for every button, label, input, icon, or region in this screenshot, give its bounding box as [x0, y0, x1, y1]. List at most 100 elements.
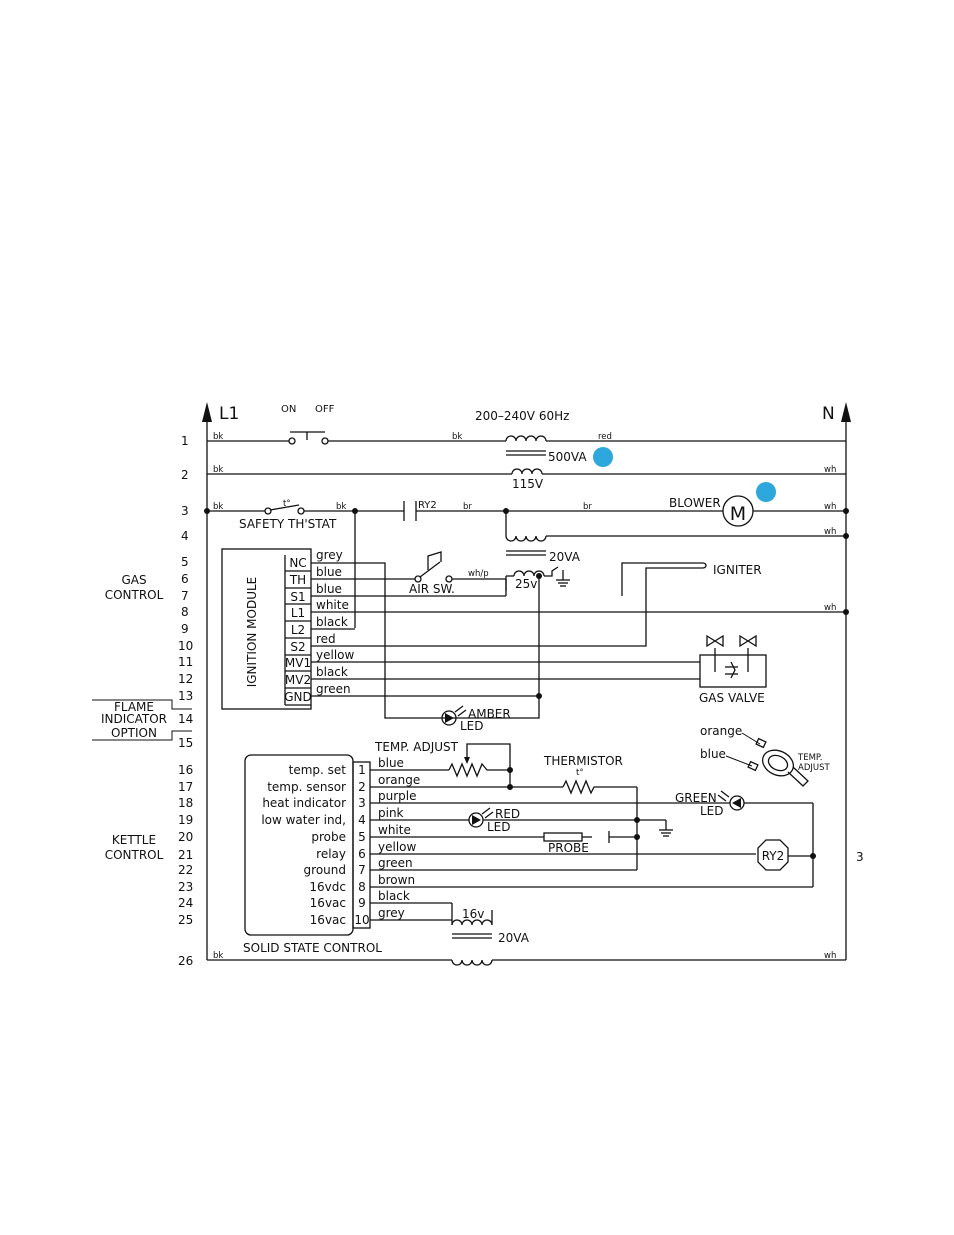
wire-label: black	[316, 665, 348, 679]
probe-label: PROBE	[548, 841, 589, 855]
blue-marker	[593, 447, 613, 467]
gas-valve	[699, 654, 767, 688]
wire-code-bk: bk	[213, 951, 223, 961]
supply-voltage-label: 200–240V 60Hz	[475, 409, 569, 423]
air-switch-flag	[427, 551, 442, 570]
wire-code-bk: bk	[213, 502, 223, 512]
kettle-control-label: KETTLE	[112, 833, 156, 847]
wire-label: blue	[316, 565, 342, 579]
row-number: 12	[178, 672, 193, 686]
wire-label: red	[316, 632, 336, 646]
row-number: 22	[178, 863, 193, 877]
wire-code-bk: bk	[336, 502, 346, 512]
ssc-function: temp. sensor	[267, 780, 346, 794]
motor-symbol: M	[730, 503, 746, 525]
junction	[204, 508, 210, 514]
transformer-500va-label: 500VA	[548, 450, 587, 464]
ignition-pin: L1	[291, 606, 305, 620]
ssc-pin: 2	[358, 780, 366, 794]
pot-terminal	[747, 760, 759, 772]
row-number: 16	[178, 763, 193, 777]
amber-led-icon	[441, 710, 457, 726]
wire-label: orange	[378, 773, 420, 787]
ssc-pin: 4	[358, 813, 366, 827]
wire-code-br: br	[583, 502, 592, 512]
pot-blue-label: blue	[700, 747, 726, 761]
nc-wire	[311, 562, 540, 719]
row-number: 3	[181, 504, 189, 518]
ssc-wire-labels: blue orange purple pink white yellow gre…	[378, 756, 420, 920]
temp-adjust-label: TEMP. ADJUST	[374, 740, 459, 754]
n-label: N	[822, 404, 835, 424]
row-number: 2	[181, 468, 189, 482]
l1-arrow-icon	[202, 402, 212, 422]
row-number: 1	[181, 434, 189, 448]
page-number: 3	[856, 850, 864, 864]
ssc-pins: 1 2 3 4 5 6 7 8 9 10	[354, 763, 369, 927]
safety-blade	[269, 504, 300, 511]
row-number: 13	[178, 689, 193, 703]
valve-icon	[739, 634, 757, 648]
pot-body	[767, 754, 789, 772]
row-number: 18	[178, 796, 193, 810]
wire-code-red: red	[598, 432, 612, 442]
ssc-function: 16vdc	[309, 880, 346, 894]
igniter-label: IGNITER	[713, 563, 762, 577]
switch-contact	[321, 437, 329, 445]
ssc-function: 16vac	[310, 896, 346, 910]
gas-control-label: CONTROL	[105, 588, 164, 602]
wire-label: grey	[378, 906, 405, 920]
ssc-function: temp. set	[289, 763, 347, 777]
ssc-pin: 3	[358, 796, 366, 810]
probe-icon	[543, 832, 583, 842]
wire-label: green	[378, 856, 413, 870]
junction	[843, 533, 849, 539]
junction	[843, 609, 849, 615]
ssc-function: 16vac	[310, 913, 346, 927]
ignition-pin: L2	[291, 623, 305, 637]
ssc-function: probe	[311, 830, 346, 844]
temp-adjust-pot-icon: orange blue TEMP. ADJUST	[700, 724, 830, 787]
wire-code-wh: wh	[824, 951, 836, 961]
ssc-pin: 10	[354, 913, 369, 927]
transformer-25v-label: 25v	[515, 577, 537, 591]
gas-control-label: GAS	[121, 573, 146, 587]
pot-shaft	[787, 766, 809, 787]
wire-label: black	[378, 889, 410, 903]
wire-label: yellow	[316, 648, 354, 662]
flame-indicator-label: OPTION	[111, 726, 157, 740]
safety-thermostat-label: SAFETY TH'STAT	[239, 517, 337, 531]
pot-wiper-arrow-icon	[464, 757, 470, 764]
ignition-pin: NC	[289, 556, 306, 570]
ignition-pin: MV1	[285, 656, 311, 670]
ignition-wire-labels: grey blue blue white black red yellow bl…	[316, 548, 354, 696]
row-number: 9	[181, 622, 189, 636]
red-led-label: RED	[495, 807, 520, 821]
ssc-function: low water ind,	[261, 813, 346, 827]
wire-code-bk: bk	[213, 432, 223, 442]
transformer-20va-primary	[451, 959, 493, 966]
air-switch-blade	[419, 561, 441, 578]
row-number: 23	[178, 880, 193, 894]
wire-label: brown	[378, 873, 415, 887]
ssc-pin-strip	[352, 761, 371, 929]
pot-adjust-label: TEMP.	[797, 753, 822, 763]
led-emission	[454, 705, 464, 713]
row-number: 26	[178, 954, 193, 968]
led-diode-icon	[445, 713, 454, 723]
ignition-pin: TH	[289, 573, 306, 587]
led-diode-icon	[732, 798, 741, 808]
amber-led-label: LED	[460, 719, 484, 733]
air-switch-contact	[414, 575, 422, 583]
row-number: 11	[178, 655, 193, 669]
wire-label: white	[316, 598, 349, 612]
wire-label: blue	[378, 756, 404, 770]
wire-label: pink	[378, 806, 404, 820]
wire-code-wh: wh	[824, 465, 836, 475]
row-number: 19	[178, 813, 193, 827]
l1-label: L1	[219, 404, 239, 424]
ignition-pin: S1	[290, 590, 305, 604]
wire-code-bk: bk	[452, 432, 462, 442]
ssc-pin: 1	[358, 763, 366, 777]
